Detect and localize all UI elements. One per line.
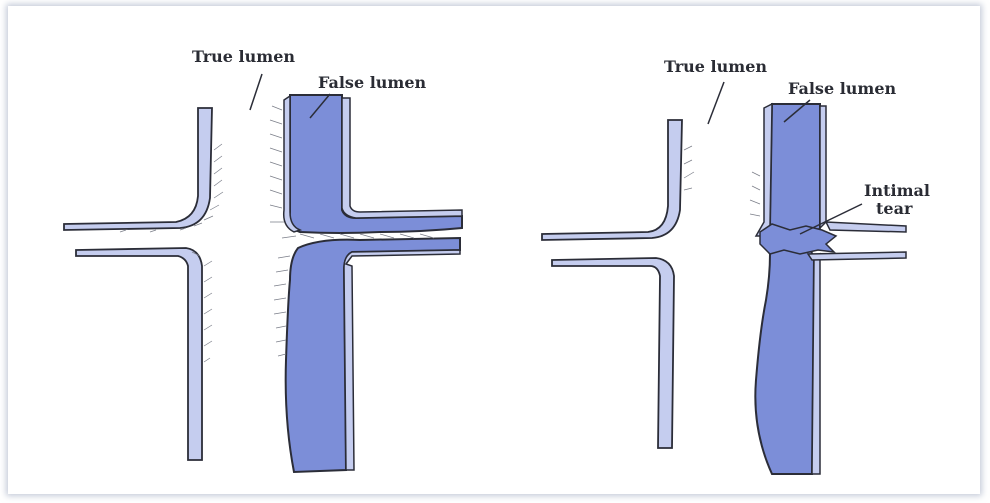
left-true-lumen-leader (250, 74, 262, 110)
right-false-lumen-inner-wall (756, 104, 772, 236)
right-true-lumen-lower-wall (552, 258, 674, 448)
right-false-lumen-label: False lumen (788, 79, 897, 98)
right-branch-lower-wall (808, 252, 906, 260)
right-true-lumen-leader (708, 82, 724, 124)
left-panel: True lumen False lumen (64, 47, 462, 472)
right-intimal-flap (760, 224, 836, 254)
left-true-lumen-lower-wall (76, 248, 202, 460)
intimal-tear-label-line2: tear (876, 199, 913, 218)
left-false-lumen-outer-wall (342, 98, 462, 218)
intimal-tear-label-line1: Intimal (864, 181, 930, 200)
right-true-lumen-label: True lumen (664, 57, 767, 76)
right-panel: True lumen False lumen Intimal tear (542, 57, 930, 474)
right-true-lumen-upper-wall (542, 120, 682, 240)
left-false-lumen-lower-wall (344, 250, 460, 470)
left-false-lumen (286, 95, 462, 472)
left-true-lumen-upper-wall (64, 108, 212, 230)
right-branch-upper-wall (826, 222, 906, 232)
left-false-lumen-label: False lumen (318, 73, 427, 92)
right-hatching (684, 146, 760, 216)
left-true-lumen-label: True lumen (192, 47, 295, 66)
